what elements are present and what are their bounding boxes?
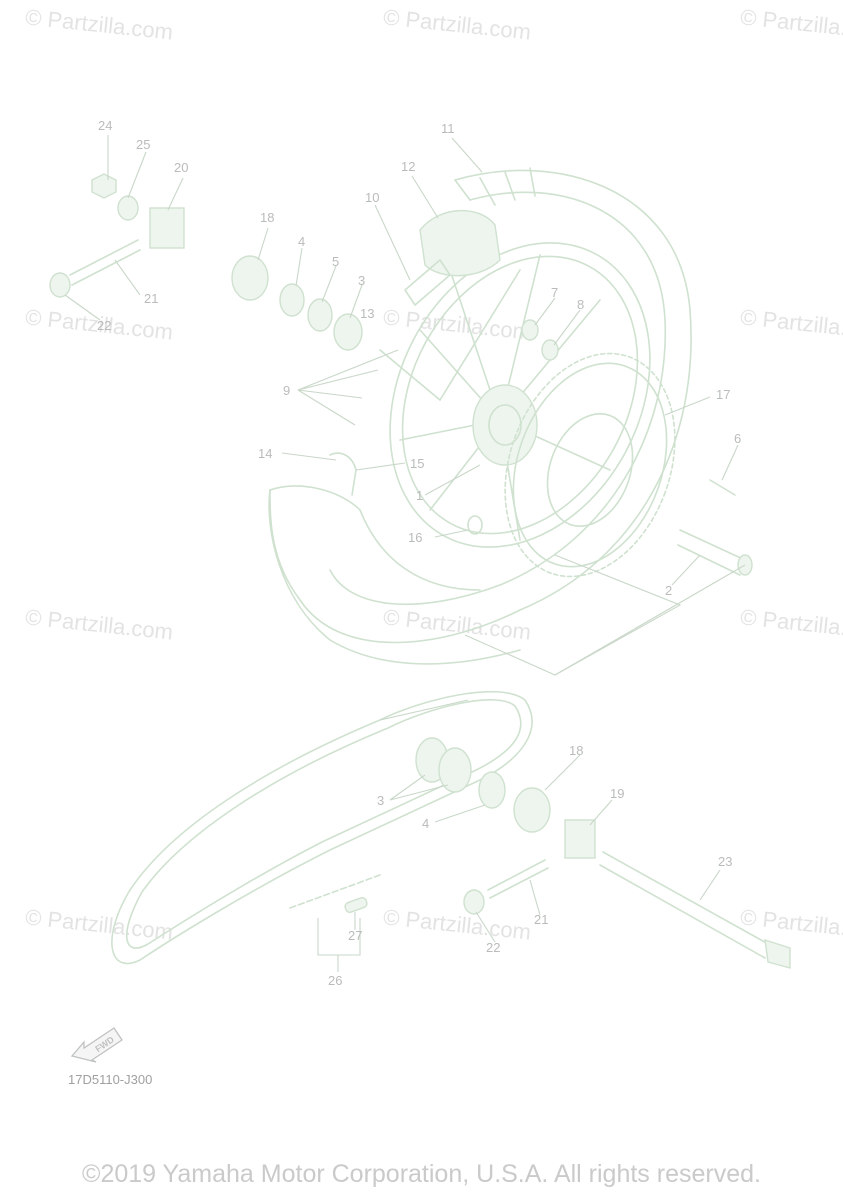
callout-12: 12 [401,159,415,174]
callout-18-lower: 18 [569,743,583,758]
callout-19: 19 [610,786,624,801]
callout-9: 9 [283,383,290,398]
callout-17: 17 [716,387,730,402]
chain-drawing [111,690,533,965]
callout-16: 16 [408,530,422,545]
callout-5: 5 [332,254,339,269]
rim-inner-drawing [401,255,639,535]
tire-drawing [268,167,692,665]
hub-center-drawing [488,404,522,446]
callout-3-lower: 3 [377,793,384,808]
rim-lock-drawing [329,452,357,496]
fwd-arrow-icon: FWD [70,1027,123,1063]
callout-20: 20 [174,160,188,175]
callout-4-lower: 4 [422,816,429,831]
diagram-code: 17D5110-J300 [68,1072,153,1087]
callout-27: 27 [348,928,362,943]
callout-22: 22 [97,318,111,333]
copyright-notice: ©2019 Yamaha Motor Corporation, U.S.A. A… [82,1160,761,1188]
callout-4: 4 [298,234,305,249]
callout-6: 6 [734,431,741,446]
upper-hardware-drawing [49,173,559,361]
callout-2: 2 [665,583,672,598]
axle-drawing [677,529,746,576]
callout-1: 1 [416,488,423,503]
rim-drawing [389,242,651,548]
nut-drawing [467,515,483,535]
callout-7: 7 [551,285,558,300]
callout-21: 21 [144,291,158,306]
callout-21-lower: 21 [534,912,548,927]
callout-13: 13 [360,306,374,321]
callout-15: 15 [410,456,424,471]
bracket-line [464,554,682,676]
callout-23: 23 [718,854,732,869]
callout-26: 26 [328,973,342,988]
callout-18: 18 [260,210,274,225]
callout-8: 8 [577,297,584,312]
bracket-line [379,699,469,721]
callout-25: 25 [136,137,150,152]
callout-14: 14 [258,446,272,461]
bracket-line [554,564,746,676]
hub-drawing [472,384,538,466]
callout-24: 24 [98,118,112,133]
callout-11: 11 [441,121,455,136]
leader-lines [64,135,739,972]
callout-10: 10 [365,190,379,205]
callout-22-lower: 22 [486,940,500,955]
bolt-drawing [709,479,736,496]
callout-3: 3 [358,273,365,288]
sprocket-drawing [504,352,676,578]
lower-hardware-drawing [415,737,791,969]
